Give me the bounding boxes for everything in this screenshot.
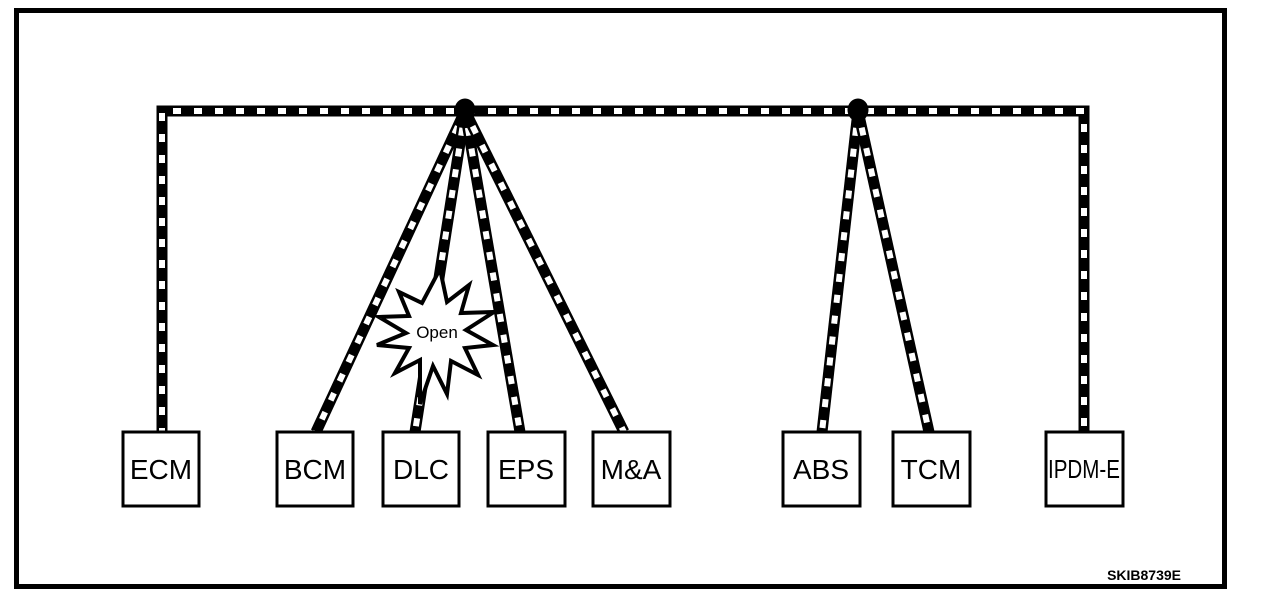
node-bcm: BCM	[275, 430, 355, 508]
junction-dot-left	[454, 98, 476, 122]
branch-bcm-line-dashes	[313, 109, 468, 434]
node-box-abs	[781, 430, 862, 508]
node-dlc: DLC	[381, 430, 461, 508]
branch-eps-line-dashes	[462, 110, 523, 433]
node-label-ma: M&A	[601, 454, 662, 485]
open-fault-label: Open	[416, 323, 458, 342]
figure-code: SKIB8739E	[1107, 567, 1181, 583]
node-box-dlc	[381, 430, 461, 508]
node-box-bcm	[275, 430, 355, 508]
branch-abs-line-dashes	[819, 110, 861, 433]
node-label-ecm: ECM	[130, 454, 192, 485]
node-box-eps	[486, 430, 567, 508]
node-box-ecm	[121, 430, 201, 508]
branch-tcm-line-dashes	[855, 110, 932, 433]
node-eps: EPS	[486, 430, 567, 508]
node-box-ipdm-e	[1044, 430, 1125, 508]
node-label-ipdm-e: IPDM-E	[1048, 454, 1120, 484]
node-ipdm-e: IPDM-E	[1044, 430, 1125, 508]
node-box-tcm	[891, 430, 972, 508]
open-fault-starburst	[372, 263, 502, 405]
node-tcm: TCM	[891, 430, 972, 508]
node-label-abs: ABS	[793, 454, 849, 485]
node-ma: M&A	[591, 430, 672, 508]
node-label-dlc: DLC	[393, 454, 449, 485]
node-label-bcm: BCM	[284, 454, 346, 485]
node-label-eps: EPS	[498, 454, 554, 485]
junction-dot-right	[847, 98, 869, 122]
node-ecm: ECM	[121, 430, 201, 508]
node-abs: ABS	[781, 430, 862, 508]
node-label-tcm: TCM	[901, 454, 962, 485]
trunk-bus-line-dashes	[159, 108, 1087, 432]
branch-ma-line-dashes	[462, 109, 627, 434]
node-box-ma	[591, 430, 672, 508]
